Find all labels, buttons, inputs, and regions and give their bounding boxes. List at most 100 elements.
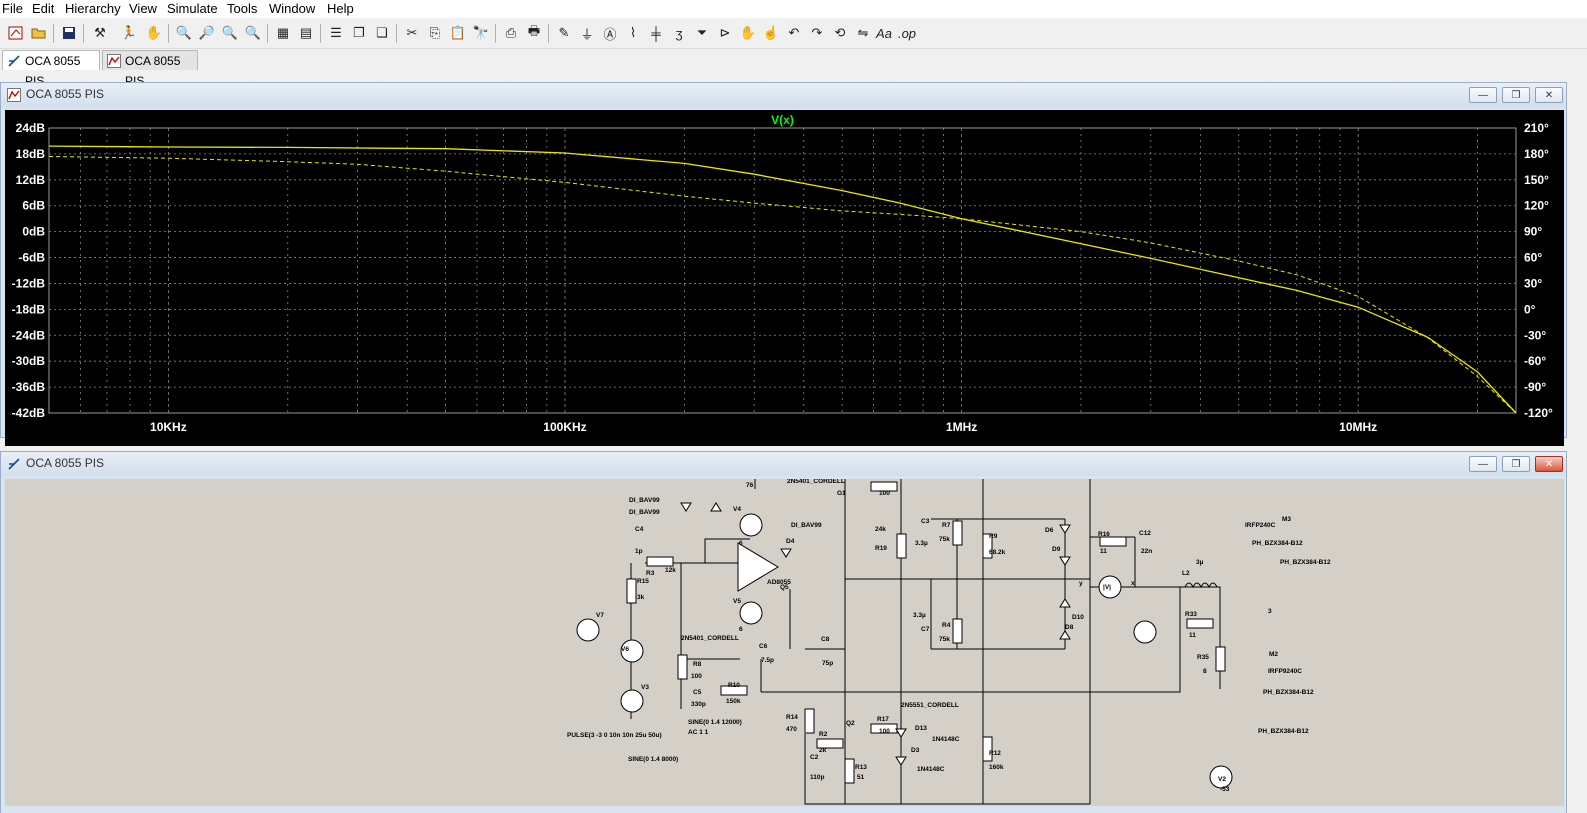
menu-help[interactable]: Help (327, 1, 354, 16)
schematic-label-sine2[interactable]: SINE(0 1.4 8000) (628, 756, 678, 763)
schematic-label-v76[interactable]: 76 (746, 482, 754, 489)
halt-icon[interactable]: ✋ (145, 25, 163, 40)
rotate-icon[interactable]: ⟲ (834, 25, 846, 40)
schematic-label-ac[interactable]: AC 1 1 (688, 729, 709, 736)
schematic-window-titlebar[interactable]: OCA 8055 PIS — ❐ ✕ (1, 452, 1566, 476)
schematic-label-di-bav99-2[interactable]: DI_BAV99 (629, 509, 660, 516)
find-icon[interactable]: 🔭 (472, 25, 490, 40)
save-icon[interactable] (59, 23, 79, 43)
schematic-label-l2-val[interactable]: 3µ (1196, 559, 1204, 566)
schematic-label-vm[interactable]: |V| (1103, 584, 1111, 591)
pick-visible-traces-icon[interactable]: ▤ (299, 25, 313, 40)
schematic-label-ad8055[interactable]: AD8055 (767, 579, 791, 586)
open-folder-icon[interactable] (29, 23, 49, 43)
schematic-label-r13[interactable]: R13 (855, 764, 867, 771)
schematic-label-c8[interactable]: C8 (821, 636, 830, 643)
schematic-label-r3[interactable]: R3 (646, 570, 655, 577)
tab-waveform[interactable]: OCA 8055 PIS (102, 50, 198, 88)
restore-button[interactable]: ❐ (1502, 87, 1530, 103)
schematic-label-di-bav99-3[interactable]: DI_BAV99 (791, 522, 822, 529)
schematic-label-ph2[interactable]: PH_BZX384-B12 (1280, 559, 1331, 566)
schematic-label-c5[interactable]: C5 (693, 689, 702, 696)
menu-file[interactable]: File (2, 1, 23, 16)
new-schematic-icon[interactable] (6, 23, 26, 43)
menu-simulate[interactable]: Simulate (167, 1, 218, 16)
schematic-label-v4[interactable]: V4 (733, 506, 741, 513)
schematic-label-r19-val[interactable]: 24k (875, 526, 886, 533)
schematic-label-r8-val[interactable]: 100 (691, 673, 702, 680)
menu-edit[interactable]: Edit (32, 1, 55, 16)
schematic-label-pulse[interactable]: PULSE(3 -3 0 10n 10n 25u 50u) (567, 732, 662, 739)
undo-icon[interactable]: ↶ (788, 25, 800, 40)
schematic-label-r17-val[interactable]: 100 (879, 728, 890, 735)
schematic-label-r17[interactable]: R17 (877, 716, 889, 723)
schematic-label-irfp240c[interactable]: IRFP240C (1245, 522, 1276, 529)
control-panel-icon[interactable]: ⚒ (94, 25, 106, 40)
schematic-label-di-bav99-1[interactable]: DI_BAV99 (629, 497, 660, 504)
schematic-label-1n4148c-2[interactable]: 1N4148C (917, 766, 945, 773)
schematic-label-sine1[interactable]: SINE(0 1.4 12000) (688, 719, 742, 726)
schematic-label-2n5401-2[interactable]: 2N5401_CORDELL (787, 479, 845, 485)
schematic-label-r15[interactable]: R15 (637, 578, 649, 585)
schematic-label-net-y[interactable]: y (1079, 580, 1083, 587)
schematic-label-r7[interactable]: R7 (942, 522, 951, 529)
inductor-icon[interactable]: ʒ (675, 25, 683, 41)
schematic-label-c6-val[interactable]: 7.5p (761, 657, 774, 664)
schematic-label-c7-val[interactable]: 3.3µ (913, 612, 926, 619)
schematic-label-net-x[interactable]: x (1131, 580, 1135, 587)
schematic-label-r4-val[interactable]: 75k (939, 636, 950, 643)
drag-icon[interactable]: ☝ (762, 25, 780, 40)
schematic-label-v5[interactable]: V5 (733, 598, 741, 605)
zoom-out-icon[interactable]: 🔍 (221, 25, 239, 40)
menu-view[interactable]: View (129, 1, 157, 16)
label-net-icon[interactable]: Ⓐ (603, 26, 617, 42)
schematic-label-r33-val[interactable]: 11 (1189, 632, 1196, 639)
diode-icon[interactable]: ⏷ (696, 25, 708, 40)
schematic-label-ph1[interactable]: PH_BZX384-B12 (1252, 540, 1303, 547)
schematic-label-r-top-val[interactable]: 100 (879, 490, 890, 497)
schematic-label-m3[interactable]: M3 (1282, 516, 1291, 523)
schematic-label-m2[interactable]: M2 (1269, 651, 1278, 658)
cut-icon[interactable]: ✂ (406, 25, 418, 40)
schematic-label-r12-val[interactable]: 160k (989, 764, 1004, 771)
schematic-label-r10[interactable]: R10 (728, 682, 740, 689)
schematic-label-c7[interactable]: C7 (921, 626, 930, 633)
schematic-label-d13[interactable]: D13 (915, 725, 927, 732)
schematic-label-d9[interactable]: D9 (1052, 546, 1061, 553)
schematic-label-r35[interactable]: R35 (1197, 654, 1209, 661)
schematic-label-v6[interactable]: V6 (621, 646, 629, 653)
minimize-button[interactable]: — (1469, 87, 1497, 103)
schematic-label-c2[interactable]: C2 (810, 754, 819, 761)
schematic-label-c12[interactable]: C12 (1139, 530, 1151, 537)
menu-tools[interactable]: Tools (227, 1, 258, 16)
schematic-label-r15-val[interactable]: 3k (637, 594, 645, 601)
schematic-label-r3-val[interactable]: 12k (665, 567, 676, 574)
tile-vertical-icon[interactable]: ❏ (376, 25, 388, 40)
zoom-cancel-icon[interactable]: 🔍 (244, 25, 262, 40)
print-preview-icon[interactable]: ⎙ (505, 25, 517, 40)
schematic-label-g1[interactable]: G1 (837, 490, 846, 497)
schematic-label-c4[interactable]: C4 (635, 526, 644, 533)
schematic-label-r16-val[interactable]: 11 (1100, 548, 1107, 555)
schematic-label-c6[interactable]: C6 (759, 643, 768, 650)
print-icon[interactable]: 🖶 (527, 23, 541, 38)
paste-icon[interactable]: 📋 (449, 25, 467, 40)
schematic-label-r9[interactable]: R9 (989, 533, 998, 540)
capacitor-icon[interactable]: ╪ (651, 25, 661, 41)
schematic-label-three[interactable]: 3 (1268, 608, 1272, 615)
schematic-label-v2[interactable]: V2 (1218, 776, 1226, 783)
schematic-label-v3[interactable]: V3 (641, 684, 649, 691)
pan-icon[interactable]: 🔎 (198, 25, 216, 40)
schematic-label-d3[interactable]: D3 (911, 747, 920, 754)
schematic-label-v5-val[interactable]: 6 (739, 626, 743, 633)
schematic-label-q5[interactable]: Q5 (780, 584, 789, 591)
schematic-label-l2[interactable]: L2 (1182, 570, 1190, 577)
mirror-icon[interactable]: ⇋ (857, 25, 869, 40)
schematic-label-v7[interactable]: V7 (596, 612, 604, 619)
copy-icon[interactable]: ⎘ (429, 25, 441, 40)
schematic-label-c5-val[interactable]: 330p (691, 701, 706, 708)
tab-schematic[interactable]: OCA 8055 PIS (2, 50, 100, 88)
schematic-label-2n5401-1[interactable]: 2N5401_CORDELL (681, 635, 739, 642)
